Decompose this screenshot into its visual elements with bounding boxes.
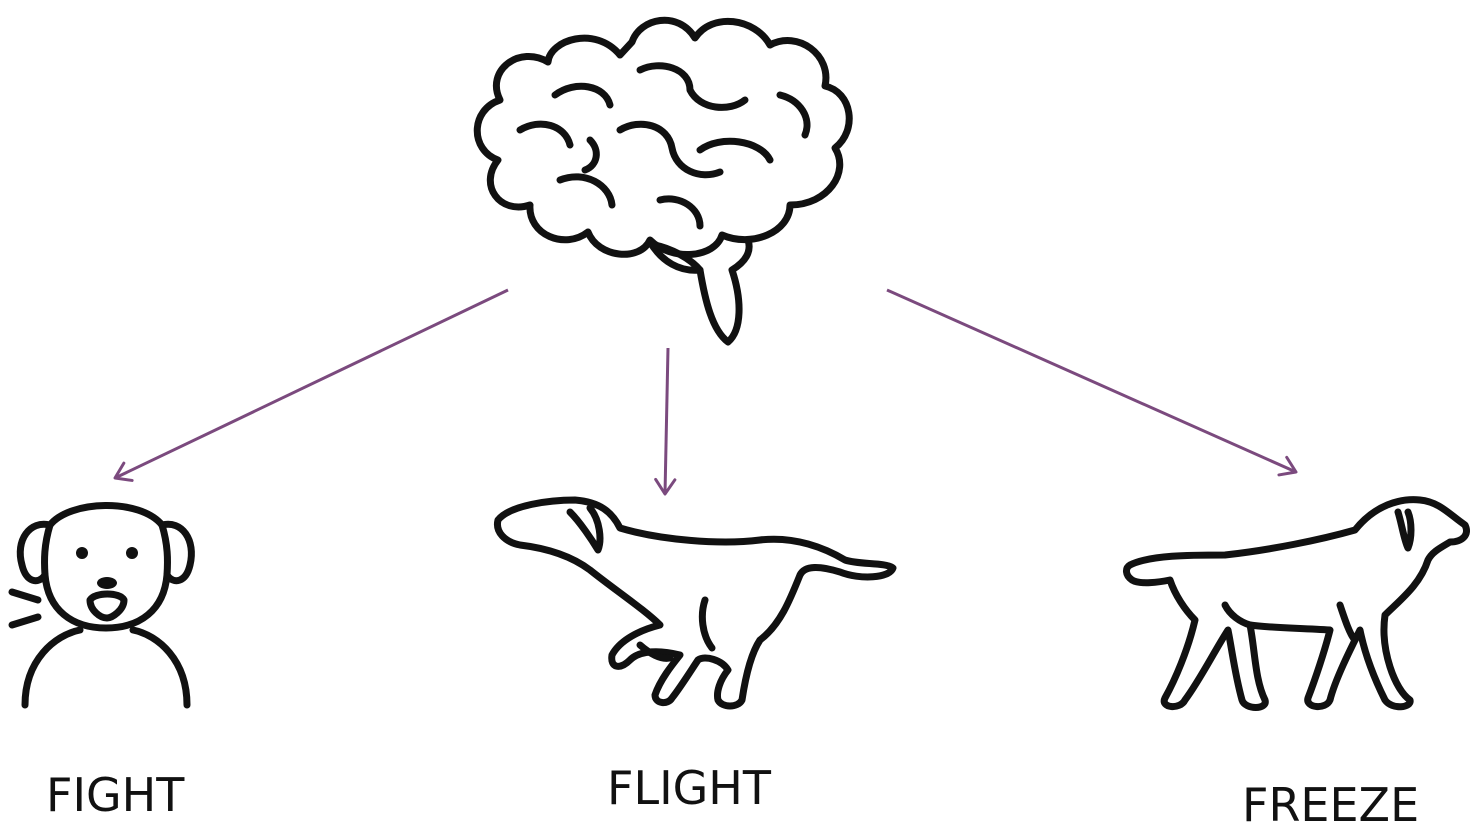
arrow-to-freeze [886,288,1298,477]
barking-dog-icon [8,502,195,709]
arrows [113,288,1298,496]
freeze-label: FREEZE [1242,778,1420,832]
brain-icon [473,16,853,346]
arrow-to-flight [654,347,677,496]
arrow-to-fight [113,288,509,482]
fight-label: FIGHT [46,768,185,822]
flight-label: FLIGHT [607,761,771,815]
running-dog-icon [493,496,897,710]
pointing-dog-icon [1123,496,1470,711]
